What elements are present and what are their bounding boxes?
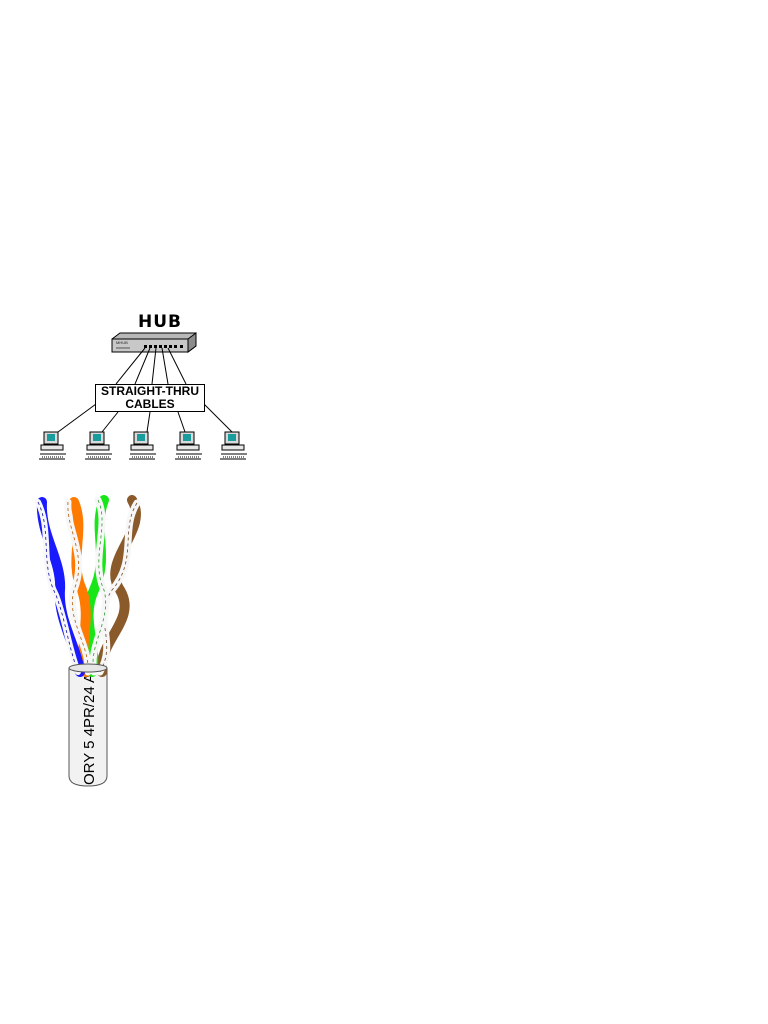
cable-jacket — [68, 667, 108, 787]
hub-ports — [144, 345, 183, 348]
orange-pair — [64, 497, 92, 677]
hub-device: MHUB xxxxxxx — [111, 332, 197, 353]
computer-icons — [39, 431, 247, 460]
brown-pair — [96, 495, 141, 677]
computer-icon — [85, 431, 112, 460]
computer-cables — [57, 403, 233, 433]
cable-jacket-rim — [68, 663, 108, 673]
cable-print-text: ORY 5 4PR/24 A — [81, 673, 98, 785]
straight-thru-cables-label: STRAIGHT-THRU CABLES — [95, 384, 205, 412]
computer-icon — [129, 431, 156, 460]
cables-label-line2: CABLES — [125, 397, 175, 411]
computer-icon — [175, 431, 202, 460]
blue-pair — [35, 497, 85, 677]
hub-sub-tag: xxxxxxx — [116, 345, 130, 350]
cables-label-line1: STRAIGHT-THRU — [101, 384, 199, 398]
green-pair — [83, 495, 110, 677]
computer-icon — [39, 431, 66, 460]
computer-icon — [220, 431, 247, 460]
hub-tag: MHUB — [116, 340, 128, 345]
hub-title: HUB — [138, 312, 182, 332]
hub-cables — [115, 347, 187, 385]
